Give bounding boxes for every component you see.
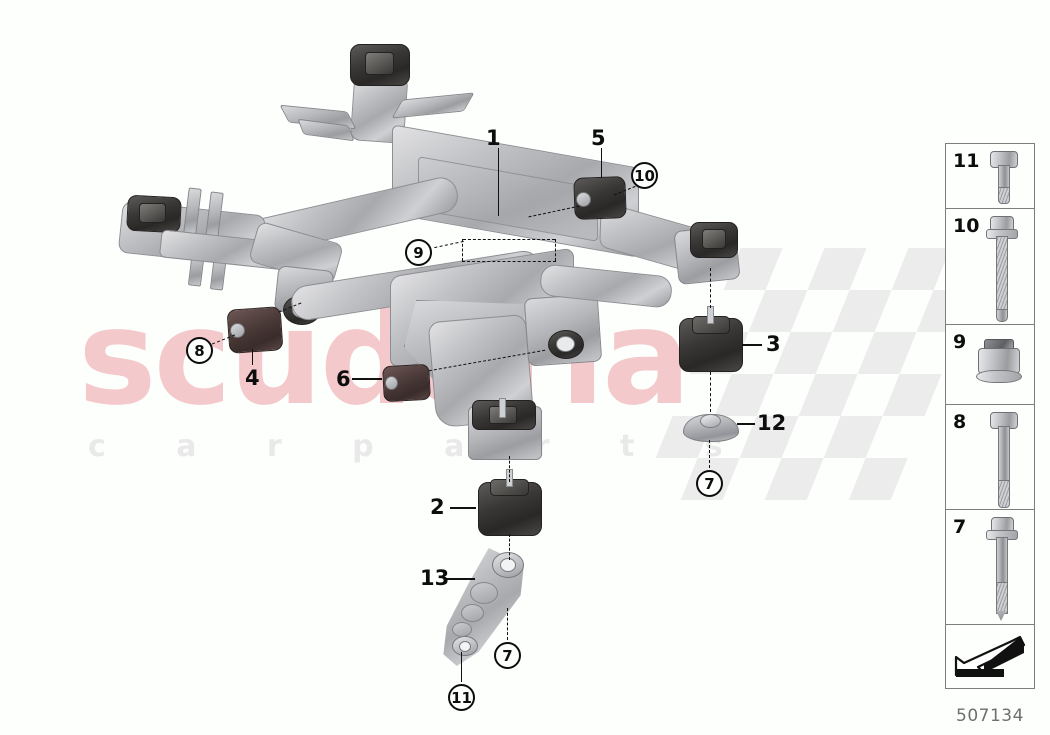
checkered-flag-watermark xyxy=(639,248,990,500)
flag-cell xyxy=(857,332,917,374)
callout-8: 8 xyxy=(186,337,213,364)
leader-5 xyxy=(601,148,602,178)
link-13-dimple-1 xyxy=(470,582,498,604)
legend-row-7[interactable]: 7 xyxy=(946,510,1034,625)
leader-12 xyxy=(737,423,755,425)
direction-arrow-icon xyxy=(954,635,1026,679)
rubber-mount-upper-left-core xyxy=(139,203,166,223)
leader-7b xyxy=(507,608,508,640)
link-13-upper-bore xyxy=(500,558,516,572)
callout-1: 1 xyxy=(486,126,501,150)
flange-bolt-med-icon xyxy=(986,517,1018,621)
leader-9-right xyxy=(555,239,556,261)
link-13-lower-bore xyxy=(459,641,471,652)
flag-cell xyxy=(832,290,892,332)
flag-cell xyxy=(714,374,774,416)
flag-cell xyxy=(848,458,908,500)
leader-9-left xyxy=(462,239,463,261)
leader-13 xyxy=(445,578,475,580)
flag-cell xyxy=(882,374,942,416)
legend-number-8: 8 xyxy=(953,411,967,433)
leader-2-up xyxy=(509,456,510,482)
cover-cap-12 xyxy=(683,414,739,442)
callout-13: 13 xyxy=(420,566,450,590)
legend-row-9[interactable]: 9 xyxy=(946,325,1034,405)
bushing-5-bore xyxy=(576,192,591,207)
callout-7-lower: 7 xyxy=(494,642,521,669)
callout-9: 9 xyxy=(405,239,432,266)
leader-11 xyxy=(461,652,462,682)
callout-12: 12 xyxy=(757,411,787,435)
tagline-watermark: c a r p a r t s xyxy=(88,429,753,464)
leader-7a xyxy=(709,440,710,468)
legend-number-9: 9 xyxy=(953,331,967,353)
legend-row-8[interactable]: 8 xyxy=(946,405,1034,510)
fastener-legend: 11 10 9 xyxy=(945,143,1035,689)
leader-3-down xyxy=(710,372,711,412)
callout-11: 11 xyxy=(448,684,475,711)
leader-1 xyxy=(498,148,499,216)
leader-9-bottom xyxy=(462,261,556,262)
callout-10: 10 xyxy=(631,162,658,189)
link-13-dimple-3 xyxy=(452,622,472,637)
leader-6 xyxy=(352,378,382,380)
legend-number-7: 7 xyxy=(953,516,967,538)
flange-bolt-long-icon xyxy=(986,216,1018,322)
cover-cap-12-boss xyxy=(700,414,721,428)
legend-number-11: 11 xyxy=(953,150,980,172)
callout-4: 4 xyxy=(245,366,260,390)
legend-row-direction xyxy=(946,625,1034,688)
flag-cell xyxy=(764,458,824,500)
flag-cell xyxy=(823,416,883,458)
callout-3: 3 xyxy=(766,332,781,356)
legend-row-11[interactable]: 11 xyxy=(946,144,1034,209)
flag-cell xyxy=(798,374,858,416)
hex-bolt-short-icon xyxy=(990,151,1018,204)
leader-3-up xyxy=(710,268,711,308)
callout-2: 2 xyxy=(430,495,445,519)
flange-nut-icon xyxy=(976,339,1022,385)
flag-cell xyxy=(807,248,867,290)
leader-3 xyxy=(742,344,762,346)
legend-number-10: 10 xyxy=(953,215,980,237)
rubber-mount-right-core xyxy=(702,229,726,249)
flag-cell xyxy=(748,290,808,332)
bushing-seat-6-bore xyxy=(556,336,575,352)
center-mount-stud xyxy=(499,398,506,418)
link-13-dimple-2 xyxy=(461,604,484,622)
leader-2-down xyxy=(509,534,510,560)
diagram-reference-number: 507134 xyxy=(956,706,1024,726)
bushing-6-bore xyxy=(385,376,398,390)
hex-bolt-long-icon xyxy=(990,412,1018,508)
legend-row-10[interactable]: 10 xyxy=(946,209,1034,325)
rubber-mount-upper-right-core xyxy=(365,52,394,75)
leader-9-top xyxy=(463,239,555,240)
callout-7-upper: 7 xyxy=(696,470,723,497)
bushing-4-bore xyxy=(230,323,245,338)
bushing-3-stud xyxy=(707,306,714,324)
callout-5: 5 xyxy=(591,126,606,150)
flag-cell xyxy=(773,332,833,374)
flag-cell xyxy=(891,248,951,290)
callout-6: 6 xyxy=(336,367,351,391)
leader-2 xyxy=(450,507,476,509)
leader-9 xyxy=(434,240,464,249)
leader-4 xyxy=(252,349,253,365)
